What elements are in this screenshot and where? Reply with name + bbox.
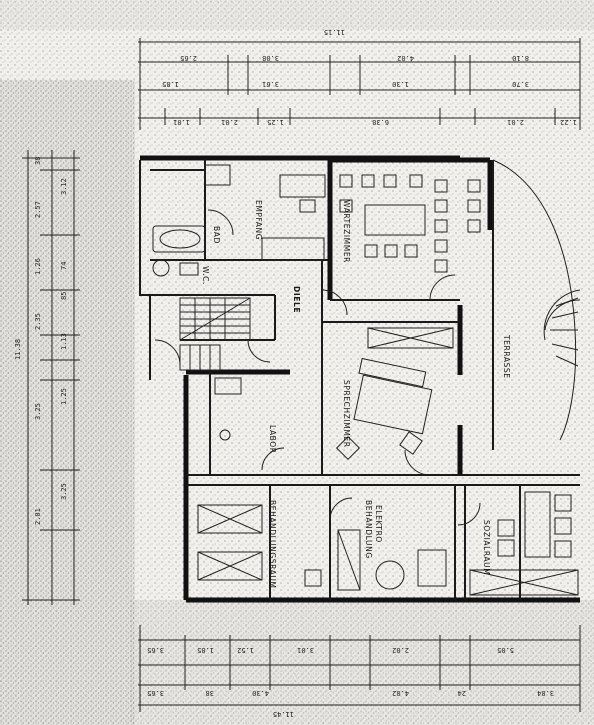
dim-top-r1-2: 4.02 [397, 54, 414, 62]
dim-bottom-r2-1: 38 [206, 689, 214, 697]
dim-bottom-r2-2: 4.30 [252, 689, 269, 697]
dim-bottom-r2-0: 3.65 [147, 689, 164, 697]
room-label-empfang: EMPFANG [254, 200, 263, 240]
dim-bottom-r1-4: 2.02 [392, 646, 409, 654]
bathroom-fixtures [152, 164, 242, 441]
top-dimensions: 11.15 2.65 3.08 4.02 8.10 1.85 3.61 1 [138, 28, 581, 130]
dim-top-r3-1: 2.01 [221, 118, 238, 126]
dim-left-c2-0: 3.12 [60, 178, 68, 195]
dim-left-c2-4: 1.25 [60, 388, 68, 405]
bottom-dimensions: 3.65 1.85 1.52 3.01 2.02 5.05 3.65 38 4.… [138, 625, 581, 718]
room-label-sprechzimmer: SPRECHZIMMER [342, 380, 351, 448]
dim-top-r2-0: 1.85 [162, 80, 179, 88]
dim-top-r2-1: 3.61 [262, 80, 279, 88]
dim-bottom-total: 11.45 [273, 710, 294, 718]
room-label-elektro: ELEKTRO [374, 505, 383, 543]
dim-bottom-r1-3: 3.01 [297, 646, 314, 654]
left-dimensions: 11.38 38 2.57 1.26 2.35 3.25 2.01 3.12 7… [14, 150, 80, 605]
room-label-behandlung: BEHANDLUNG [364, 500, 373, 559]
dim-top-r2-3: 3.70 [512, 80, 529, 88]
dim-top-r3-0: 1.01 [173, 118, 190, 126]
electro-room-furniture [337, 529, 447, 591]
room-label-wc: W.C. [201, 266, 210, 285]
dim-bottom-r1-1: 1.85 [197, 646, 214, 654]
reception-furniture [261, 174, 326, 261]
room-label-behandlungsraum: BEHANDLUNGSRAUM [268, 500, 277, 589]
dim-bottom-r2-4: 24 [458, 689, 466, 697]
top-total-dim: 11.15 [324, 28, 345, 36]
terrace-outline [492, 159, 581, 441]
door-swings [154, 209, 481, 526]
dim-left-c1-5: 2.01 [34, 508, 42, 525]
dim-bottom-r1-2: 1.52 [237, 646, 254, 654]
dim-top-r3-2: 1.25 [267, 118, 284, 126]
noise-left [0, 80, 135, 725]
dim-top-r1-1: 3.08 [262, 54, 279, 62]
dim-left-c2-2: 85 [60, 292, 68, 300]
dim-left-c2-3: 1.13 [60, 333, 68, 350]
room-label-terrasse: TERRASSE [502, 334, 511, 379]
dim-left-c1-2: 1.26 [34, 258, 42, 275]
dim-left-c2-5: 3.25 [60, 483, 68, 500]
room-label-sozialraum: SOZIALRAUM [482, 520, 491, 575]
noise-bottom [130, 600, 594, 725]
dim-top-r3-4: 2.01 [507, 118, 524, 126]
dim-left-c1-1: 2.57 [34, 201, 42, 218]
waiting-room-furniture [339, 174, 481, 273]
room-label-labor: LABOR [268, 425, 277, 454]
dim-bottom-r2-3: 4.02 [392, 689, 409, 697]
dim-bottom-r2-5: 3.84 [537, 689, 554, 697]
dim-top-r3-5: 1.22 [560, 118, 577, 126]
noise-top [0, 0, 594, 30]
dim-left-c1-4: 3.25 [34, 403, 42, 420]
treatment-room-furniture [197, 504, 322, 587]
dim-left-c1-3: 2.35 [34, 313, 42, 330]
dim-top-r3-3: 6.38 [372, 118, 389, 126]
social-room-furniture [469, 491, 579, 596]
room-label-diele: DIELE [292, 286, 301, 313]
dim-left-c2-1: 74 [60, 262, 68, 270]
dim-bottom-r1-5: 5.05 [497, 646, 514, 654]
dim-top-r1-3: 8.10 [512, 54, 529, 62]
dim-top-r1-0: 2.65 [180, 54, 197, 62]
consultation-furniture [335, 327, 454, 461]
dim-left-c1-0: 38 [34, 157, 42, 165]
room-label-wartezimmer: WARTEZIMMER [342, 200, 351, 263]
staircase [179, 297, 251, 371]
dim-top-r2-2: 1.30 [392, 80, 409, 88]
dim-bottom-r1-0: 3.65 [147, 646, 164, 654]
dim-left-total: 11.38 [14, 339, 22, 360]
room-label-bad: BAD [212, 226, 221, 244]
